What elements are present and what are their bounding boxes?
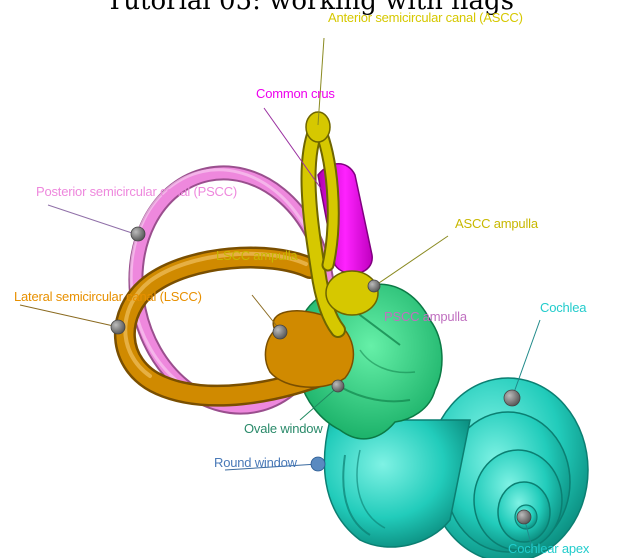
- leader-ascc-ampulla: [376, 236, 448, 285]
- label-ascc: Anterior semicircular canal (ASCC): [328, 10, 523, 25]
- label-oval-window: Ovale window: [244, 421, 323, 436]
- flag-cochlear-apex: [517, 510, 531, 524]
- flag-lscc-ampulla: [273, 325, 287, 339]
- label-lscc: Lateral semicircular canal (LSCC): [14, 289, 202, 304]
- flag-cochlea: [504, 390, 520, 406]
- label-round-window: Round window: [214, 455, 297, 470]
- flag-oval-window: [332, 380, 344, 392]
- leader-pscc: [48, 205, 138, 235]
- label-common-crus: Common crus: [256, 86, 335, 101]
- leader-lscc: [20, 305, 118, 327]
- label-pscc: Posterior semicircular canal (PSCC): [36, 184, 237, 199]
- flag-pscc: [131, 227, 145, 241]
- label-ascc-ampulla: ASCC ampulla: [455, 216, 538, 231]
- leader-lscc-ampulla: [252, 295, 280, 330]
- label-cochlear-apex: Cochlear apex: [508, 541, 589, 556]
- label-lscc-ampulla: LSCC ampulla: [216, 248, 297, 263]
- page-title: Tutorial 05: working with flags: [0, 0, 620, 16]
- flag-lscc: [111, 320, 125, 334]
- label-pscc-ampulla: PSCC ampulla: [384, 309, 467, 324]
- flag-ascc-ampulla: [368, 280, 380, 292]
- label-cochlea: Cochlea: [540, 300, 586, 315]
- flag-round-window: [311, 457, 325, 471]
